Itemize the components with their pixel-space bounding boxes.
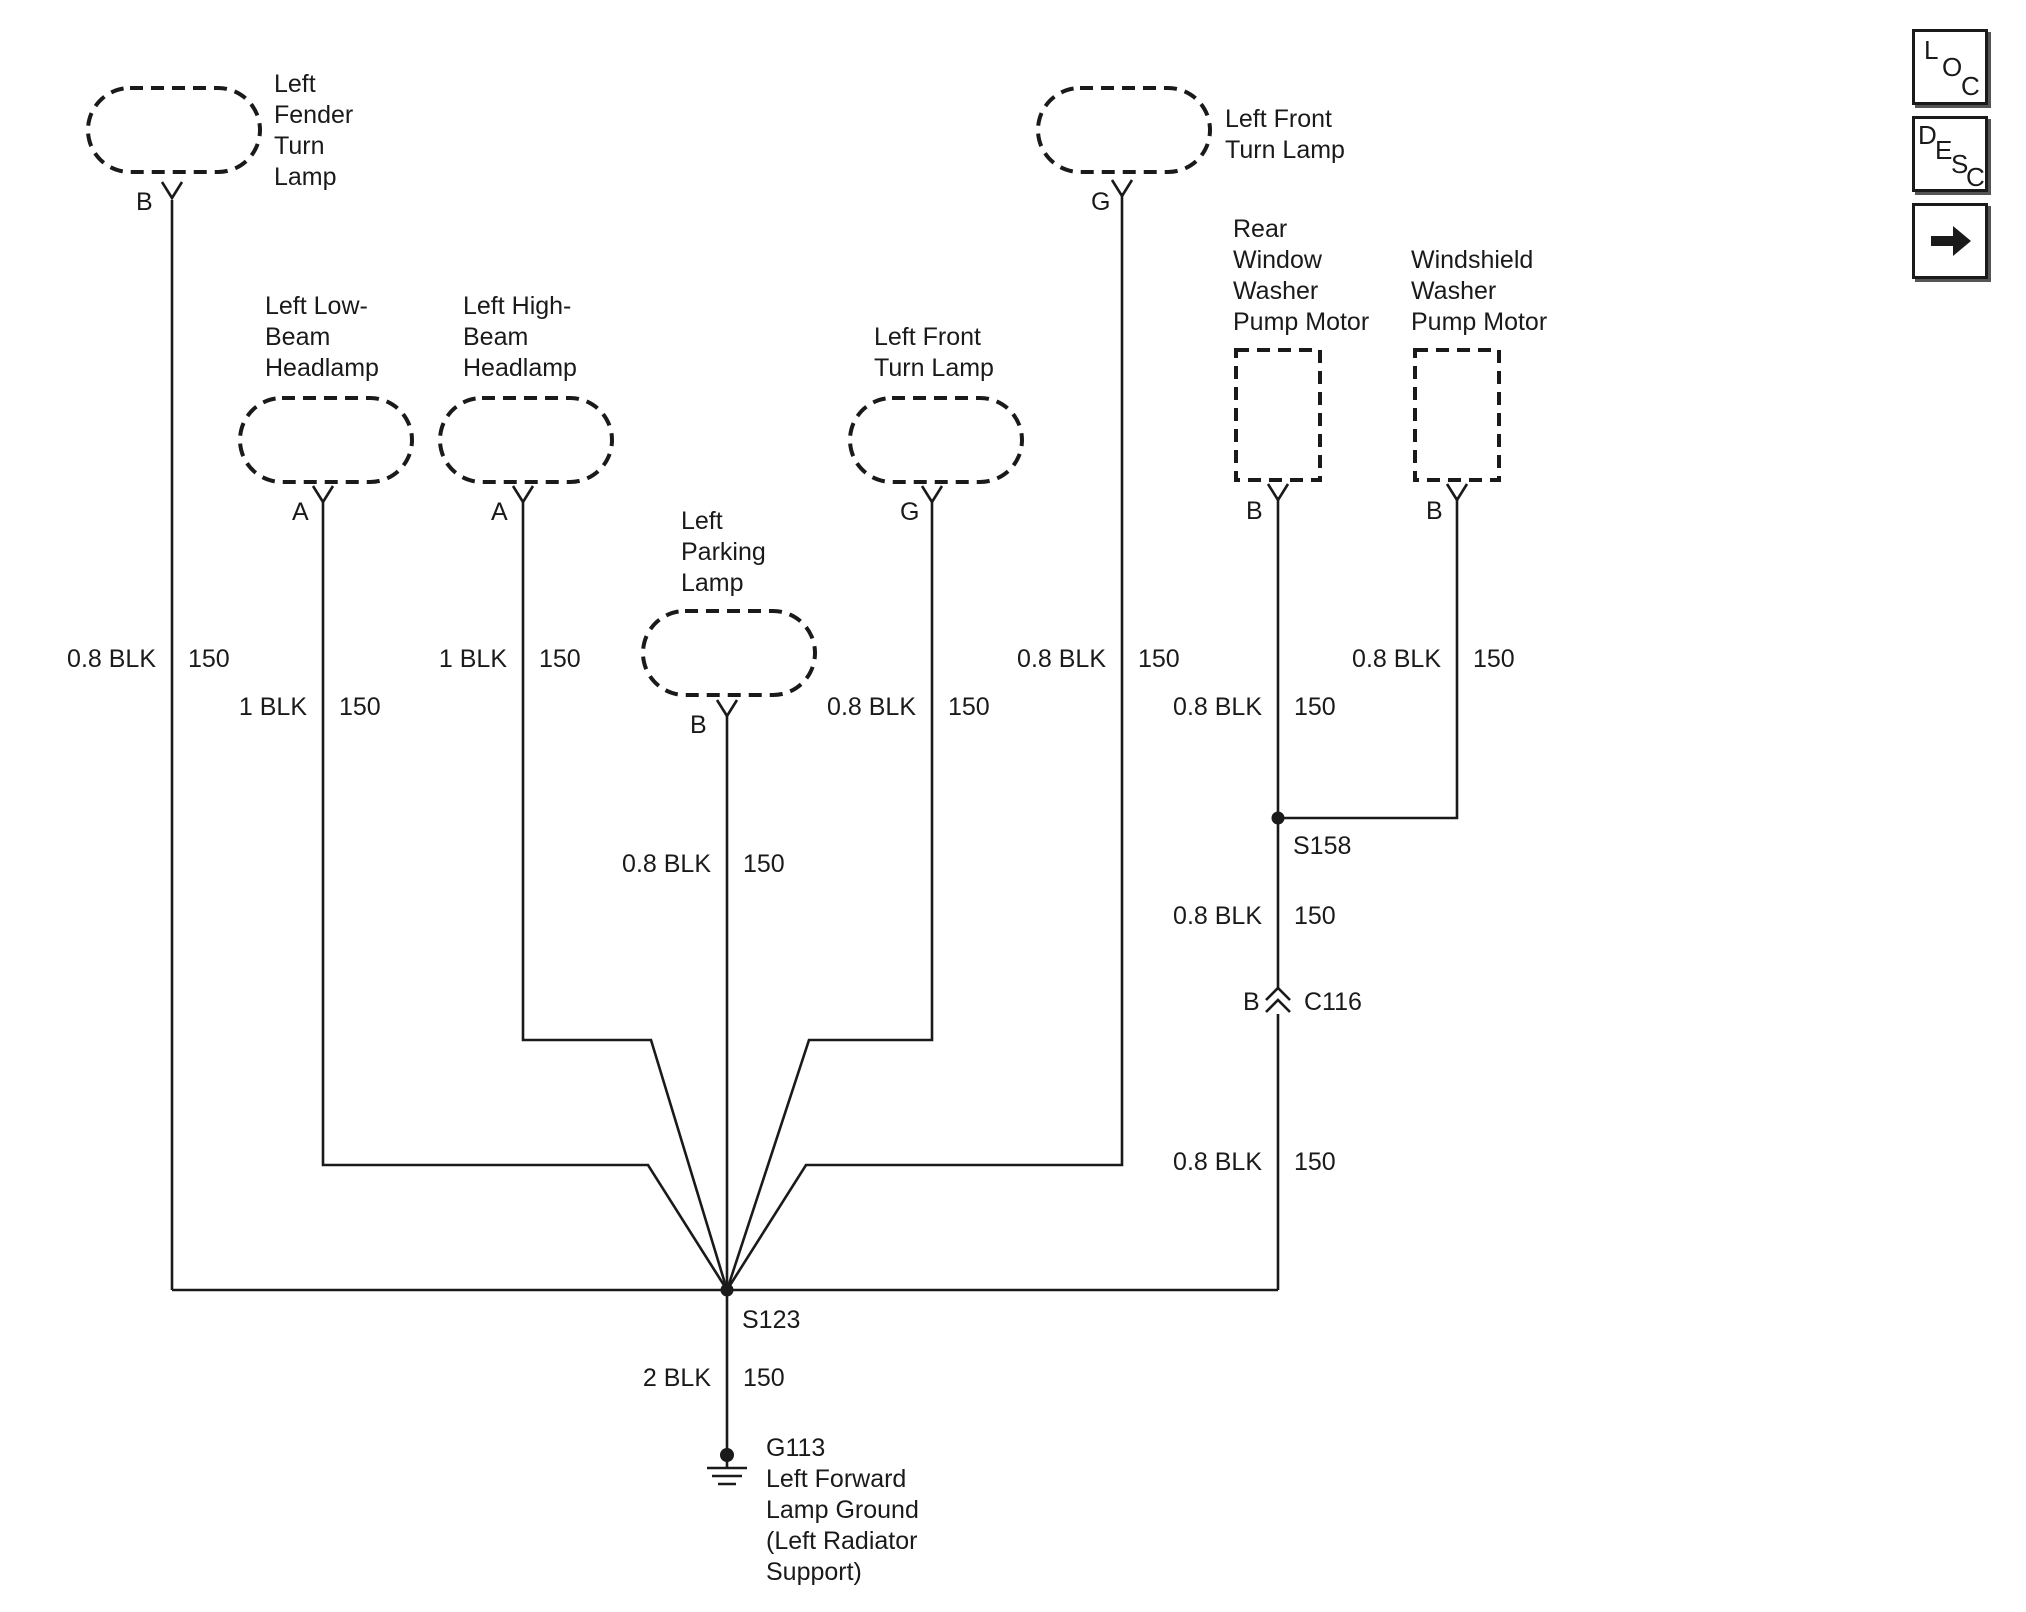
wire-gauge-s158-c116: 0.8 BLK (1173, 902, 1262, 930)
wire-gauge-c116-bus: 0.8 BLK (1173, 1148, 1262, 1176)
wire-circuit-low-beam: 150 (339, 693, 381, 721)
loc-letter-o: O (1942, 52, 1963, 82)
left-high-beam-headlamp-label: Left High- Beam Headlamp (463, 292, 578, 382)
left-fender-turn-lamp-outline (86, 86, 262, 174)
rear-window-washer-pump-motor-outline (1234, 348, 1322, 482)
left-front-turn-lamp-upper-label: Left Front Turn Lamp (1225, 105, 1345, 164)
rear-window-washer-pump-motor-label: Rear Window Washer Pump Motor (1233, 215, 1369, 336)
left-fender-turn-lamp-label: Left Fender Turn Lamp (274, 70, 360, 191)
wire-circuit-windshield-washer: 150 (1473, 645, 1515, 673)
wire-gauge-parking: 0.8 BLK (622, 850, 711, 878)
splice-s158-dot (1271, 811, 1285, 825)
left-low-beam-headlamp-label: Left Low- Beam Headlamp (265, 292, 379, 382)
splice-s123-dot (720, 1283, 734, 1297)
low-beam-wire (321, 500, 729, 1291)
pin-label-fender: B (136, 188, 153, 216)
pin-fork-high-beam (511, 485, 535, 505)
front-turn-lower-wire (725, 500, 934, 1291)
wire-circuit-ground: 150 (743, 1364, 785, 1392)
wire-gauge-high-beam: 1 BLK (439, 645, 507, 673)
left-front-turn-lamp-lower-label: Left Front Turn Lamp (874, 323, 994, 382)
splice-s158-label: S158 (1293, 832, 1351, 860)
pin-fork-front-turn-upper (1110, 179, 1134, 199)
pin-fork-fender (160, 181, 184, 201)
loc-letter-c: C (1961, 71, 1980, 101)
left-high-beam-headlamp-outline (438, 396, 614, 484)
pin-fork-front-turn-lower (920, 485, 944, 505)
pin-label-high-beam: A (491, 498, 508, 526)
wire-circuit-high-beam: 150 (539, 645, 581, 673)
left-parking-lamp-outline (641, 609, 817, 697)
desc-letter-e: E (1935, 135, 1953, 165)
description-button[interactable]: D E S C (1912, 116, 1988, 192)
pin-label-parking: B (690, 711, 707, 739)
high-beam-wire (521, 500, 729, 1291)
pin-label-front-turn-lower: G (900, 498, 919, 526)
wire-circuit-rear-washer: 150 (1294, 693, 1336, 721)
wire-gauge-windshield-washer: 0.8 BLK (1352, 645, 1441, 673)
components (86, 86, 1501, 697)
right-arrow-icon (1931, 226, 1971, 256)
left-low-beam-headlamp-outline (238, 396, 414, 484)
wire-circuit-parking: 150 (743, 850, 785, 878)
pin-label-rear-washer: B (1246, 497, 1263, 525)
splice-s123-label: S123 (742, 1306, 800, 1334)
wire-gauge-fender: 0.8 BLK (67, 645, 156, 673)
wire-circuit-front-turn-lower: 150 (948, 693, 990, 721)
pin-fork-rear-washer (1266, 483, 1290, 503)
pin-fork-windshield-washer (1445, 483, 1469, 503)
wire-circuit-c116-bus: 150 (1294, 1148, 1336, 1176)
left-front-turn-lamp-upper-outline (1036, 86, 1212, 174)
next-page-button[interactable] (1912, 203, 1988, 279)
pin-label-front-turn-upper: G (1091, 188, 1110, 216)
ground-g113-label: G113 Left Forward Lamp Ground (Left Radi… (766, 1434, 926, 1586)
pin-connectors (160, 179, 1469, 1013)
pin-fork-parking (715, 699, 739, 719)
wire-circuit-front-turn-upper: 150 (1138, 645, 1180, 673)
wire-circuit-s158-c116: 150 (1294, 902, 1336, 930)
windshield-washer-pump-motor-label: Windshield Washer Pump Motor (1411, 246, 1547, 336)
c116-pin-label: B (1243, 988, 1260, 1016)
wire-gauge-ground: 2 BLK (643, 1364, 711, 1392)
wire-gauge-front-turn-lower: 0.8 BLK (827, 693, 916, 721)
desc-letter-d: D (1918, 120, 1937, 150)
left-parking-lamp-label: Left Parking Lamp (681, 507, 773, 597)
desc-letter-c: C (1966, 162, 1985, 192)
c116-connector-symbol (1265, 986, 1291, 1013)
pin-fork-low-beam (311, 485, 335, 505)
ground-icon (707, 1448, 747, 1486)
front-turn-upper-wire (725, 193, 1124, 1291)
wire-gauge-low-beam: 1 BLK (239, 693, 307, 721)
wire-circuit-fender: 150 (188, 645, 230, 673)
wiring (170, 193, 1459, 1455)
windshield-washer-wire (1278, 497, 1459, 820)
left-front-turn-lamp-lower-outline (848, 396, 1024, 484)
wire-gauge-front-turn-upper: 0.8 BLK (1017, 645, 1106, 673)
location-button[interactable]: L O C (1912, 29, 1988, 105)
wire-gauge-rear-washer: 0.8 BLK (1173, 693, 1262, 721)
windshield-washer-pump-motor-outline (1413, 348, 1501, 482)
c116-id-label: C116 (1304, 988, 1362, 1016)
loc-letter-l: L (1924, 35, 1939, 65)
pin-label-windshield-washer: B (1426, 497, 1443, 525)
desc-letter-s: S (1951, 149, 1969, 179)
pin-label-low-beam: A (292, 498, 309, 526)
